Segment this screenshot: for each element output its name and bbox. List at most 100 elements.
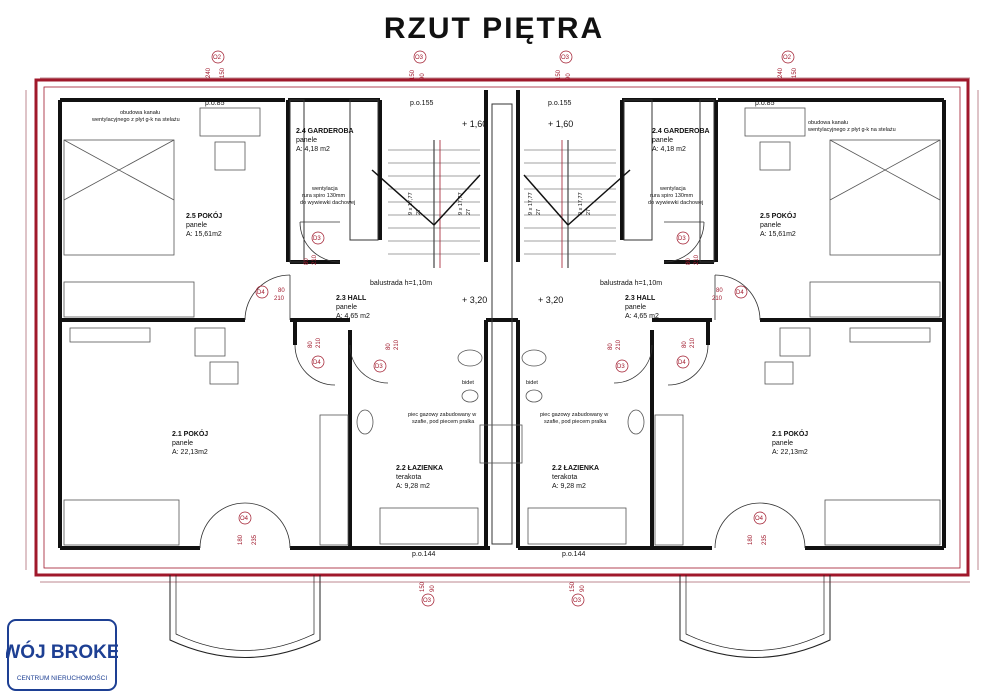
tag-o2-right: O2 xyxy=(783,55,792,61)
level-landing-right: + 3,20 xyxy=(538,295,563,305)
dim-235-right: 235 xyxy=(762,534,768,545)
room-finish: panele xyxy=(652,137,673,144)
dim-80-hall-right: 80 xyxy=(716,288,723,294)
dim-180-right: 180 xyxy=(748,534,754,545)
left-balcony-inner xyxy=(175,575,315,651)
room-right-hall: 2.3 HALL panele A: 4,65 m2 xyxy=(625,295,659,320)
note-bidet-right: bidet xyxy=(526,380,538,386)
dim-150-top-center-left: 150 xyxy=(410,69,416,80)
tag-d4-hall-right: D4 xyxy=(736,290,744,296)
room-left-lazienka: 2.2 ŁAZIENKA terakota A: 9,28 m2 xyxy=(396,465,443,490)
dim-80-garderoba-right: 80 xyxy=(686,258,692,265)
stair-tread-4: 27 xyxy=(586,209,592,215)
room-finish: panele xyxy=(760,222,781,229)
stair-run-2: 9 x 17,77 xyxy=(458,192,464,215)
dim-180-left: 180 xyxy=(238,534,244,545)
dim-210-garderoba-right: 210 xyxy=(694,254,700,265)
door-window-tags xyxy=(211,50,795,607)
room-finish: panele xyxy=(296,137,317,144)
room-area: A: 22,13m2 xyxy=(772,449,808,456)
room-right-pokoj-25: 2.5 POKÓJ panele A: 15,61m2 xyxy=(760,211,796,238)
note-vent-right: wentylacja xyxy=(659,186,687,192)
plan-title: RZUT PIĘTRA xyxy=(383,12,605,45)
sill-bottom-left: p.o.144 xyxy=(412,551,435,558)
door-swings xyxy=(199,221,806,549)
note-balustrade-right: balustrada h=1,10m xyxy=(600,280,662,287)
left-stair-treads xyxy=(371,140,481,268)
room-finish: panele xyxy=(172,440,193,447)
dim-150-bottom-right: 150 xyxy=(570,581,576,592)
room-left-garderoba: 2.4 GARDEROBA panele A: 4,18 m2 xyxy=(296,128,354,153)
room-right-garderoba: 2.4 GARDEROBA panele A: 4,18 m2 xyxy=(652,128,710,153)
dim-80-hall-left: 80 xyxy=(278,288,285,294)
note-vent-duct-left-2: wentylacyjnego z płyt g-k na stelażu xyxy=(91,117,180,123)
note-vent-duct-right: obudowa kanału xyxy=(808,120,848,126)
room-name: 2.1 POKÓJ xyxy=(172,429,208,438)
room-name: 2.4 GARDEROBA xyxy=(296,128,354,135)
tag-o3-top-left: O3 xyxy=(415,55,424,61)
left-balcony xyxy=(169,575,321,658)
dim-210-room-right: 210 xyxy=(690,337,696,348)
note-stove-right: piec gazowy zabudowany w xyxy=(540,412,608,418)
tag-d4-hall-left: D4 xyxy=(257,290,265,296)
room-name: 2.5 POKÓJ xyxy=(760,211,796,220)
room-area: A: 22,13m2 xyxy=(172,449,208,456)
room-finish: panele xyxy=(625,304,646,311)
dim-150-right: 150 xyxy=(792,67,798,78)
room-area: A: 4,65 m2 xyxy=(336,313,370,320)
dim-210-hall-left: 210 xyxy=(274,296,285,302)
room-right-lazienka: 2.2 ŁAZIENKA terakota A: 9,28 m2 xyxy=(552,465,599,490)
room-name: 2.2 ŁAZIENKA xyxy=(396,465,443,472)
room-area: A: 9,28 m2 xyxy=(552,483,586,490)
room-name: 2.4 GARDEROBA xyxy=(652,128,710,135)
right-balcony-inner xyxy=(685,575,825,651)
room-area: A: 4,18 m2 xyxy=(652,146,686,153)
room-area: A: 15,61m2 xyxy=(760,231,796,238)
dim-235-left: 235 xyxy=(252,534,258,545)
sill-top-center-right: p.o.155 xyxy=(548,100,571,107)
tag-o4-left: O4 xyxy=(240,516,249,522)
room-finish: terakota xyxy=(552,474,577,481)
note-vent-duct-right-2: wentylacyjnego z płyt g-k na stelażu xyxy=(807,127,896,133)
wall-liners xyxy=(289,99,715,545)
stair-run-3: 9 x 17,77 xyxy=(528,192,534,215)
sill-bottom-right: p.o.144 xyxy=(562,551,585,558)
stair-run-1: 9 x 17,77 xyxy=(408,192,414,215)
right-balcony xyxy=(679,575,831,658)
broker-logo: TWÓJ BROKER CENTRUM NIERUCHOMOŚCI xyxy=(6,619,118,691)
note-vent-left: wentylacja xyxy=(311,186,339,192)
tag-d3-bath-left: D3 xyxy=(375,364,383,370)
room-name: 2.3 HALL xyxy=(625,295,656,302)
stair-tread-3: 27 xyxy=(536,209,542,215)
dim-90-top-center-right: 90 xyxy=(566,73,572,80)
level-upper-left: + 1,60 xyxy=(462,119,487,129)
dim-210-room-left: 210 xyxy=(316,337,322,348)
dim-90-bottom-left: 90 xyxy=(430,585,436,592)
dim-150-top-center-right: 150 xyxy=(556,69,562,80)
dim-210-bath-left: 210 xyxy=(394,339,400,350)
level-landing-left: + 3,20 xyxy=(462,295,487,305)
room-name: 2.2 ŁAZIENKA xyxy=(552,465,599,472)
tag-o3-top-right: O3 xyxy=(561,55,570,61)
room-finish: panele xyxy=(186,222,207,229)
dim-210-garderoba-left: 210 xyxy=(312,254,318,265)
room-left-pokoj-21: 2.1 POKÓJ panele A: 22,13m2 xyxy=(172,429,208,456)
dim-150-left: 150 xyxy=(220,67,226,78)
note-balustrade-left: balustrada h=1,10m xyxy=(370,280,432,287)
dim-80-room-right: 80 xyxy=(682,341,688,348)
room-left-pokoj-25: 2.5 POKÓJ panele A: 15,61m2 xyxy=(186,211,222,238)
note-vent-left-3: do wywiewki dachowej xyxy=(300,200,355,206)
room-area: A: 9,28 m2 xyxy=(396,483,430,490)
dim-80-bath-right: 80 xyxy=(608,343,614,350)
dim-240-left: 240 xyxy=(206,67,212,78)
note-stove-right-2: szafie, pod piecem pralka xyxy=(544,419,607,425)
tag-d3-bath-right: D3 xyxy=(617,364,625,370)
tag-d4-room-right: D4 xyxy=(678,360,686,366)
note-stove-left: piec gazowy zabudowany w xyxy=(408,412,476,418)
room-finish: panele xyxy=(772,440,793,447)
stair-tread-2: 27 xyxy=(466,209,472,215)
tag-o4-right: O4 xyxy=(755,516,764,522)
note-vent-right-3: do wywiewki dachowej xyxy=(648,200,703,206)
dim-210-bath-right: 210 xyxy=(616,339,622,350)
